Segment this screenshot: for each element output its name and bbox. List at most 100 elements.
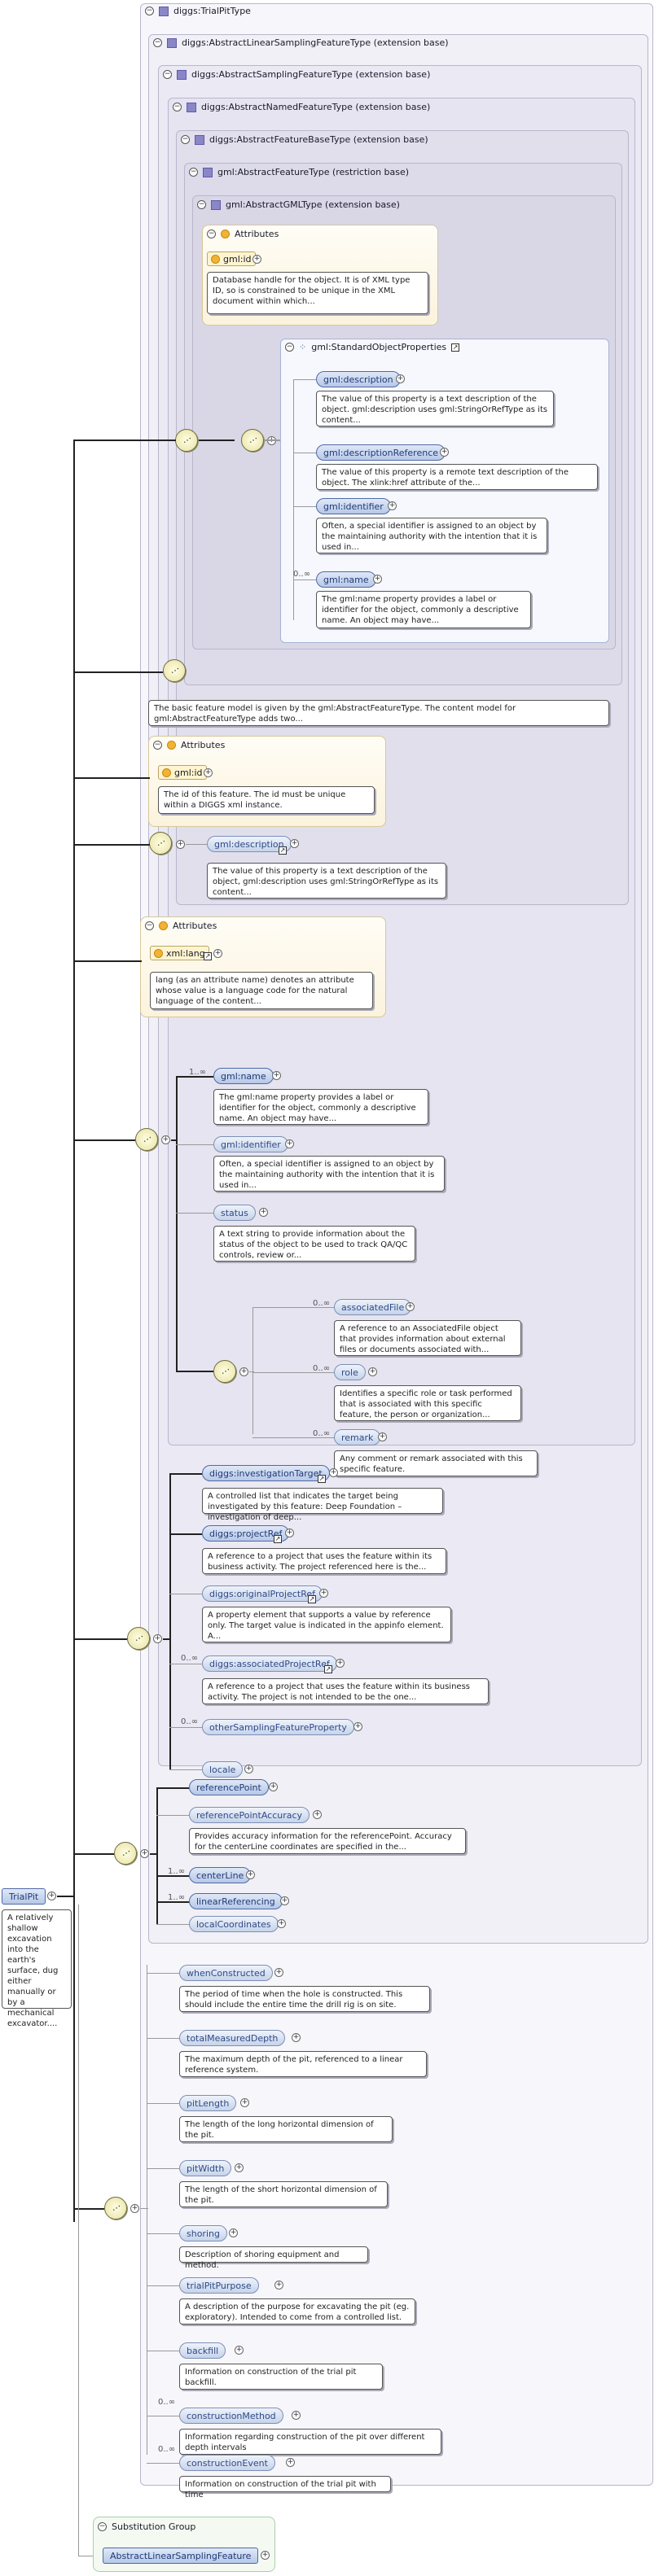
element-backfill[interactable]: backfill bbox=[179, 2342, 226, 2359]
sequence-compositor-icon[interactable]: ⋯ bbox=[114, 1842, 137, 1865]
expand-icon[interactable]: + bbox=[130, 2204, 139, 2213]
element-pit-width[interactable]: pitWidth bbox=[179, 2160, 232, 2176]
element-when-constructed[interactable]: whenConstructed bbox=[179, 1965, 273, 1981]
collapse-toggle-icon[interactable]: − bbox=[145, 7, 154, 15]
element-reference-point-accuracy[interactable]: referencePointAccuracy bbox=[189, 1807, 310, 1823]
expand-icon[interactable]: + bbox=[235, 2346, 244, 2355]
expand-icon[interactable]: + bbox=[176, 840, 185, 849]
expand-icon[interactable]: + bbox=[353, 1722, 362, 1731]
collapse-toggle-icon[interactable]: − bbox=[181, 135, 190, 144]
collapse-toggle-icon[interactable]: − bbox=[207, 230, 216, 238]
element-status[interactable]: status bbox=[213, 1205, 256, 1221]
collapse-toggle-icon[interactable]: − bbox=[163, 70, 172, 79]
collapse-toggle-icon[interactable]: − bbox=[189, 168, 198, 177]
attr-gml-id[interactable]: gml:id bbox=[207, 251, 256, 266]
link-icon[interactable]: ↗ bbox=[204, 952, 212, 960]
expand-icon[interactable]: + bbox=[274, 2281, 283, 2290]
expand-icon[interactable]: + bbox=[388, 501, 397, 510]
expand-icon[interactable]: + bbox=[319, 1589, 328, 1598]
element-linear-referencing[interactable]: linearReferencing bbox=[189, 1893, 283, 1909]
attr-xml-lang[interactable]: xml:lang bbox=[150, 946, 209, 960]
sequence-compositor-icon[interactable]: ⋯ bbox=[241, 429, 264, 452]
expand-icon[interactable]: + bbox=[246, 1870, 255, 1879]
expand-icon[interactable]: + bbox=[313, 1810, 322, 1819]
link-icon[interactable]: ↗ bbox=[279, 846, 287, 855]
expand-icon[interactable]: + bbox=[329, 1468, 338, 1477]
expand-icon[interactable]: + bbox=[204, 768, 213, 777]
substitution-group-header[interactable]: − Substitution Group bbox=[98, 2521, 195, 2532]
collapse-toggle-icon[interactable]: − bbox=[285, 343, 294, 352]
collapse-toggle-icon[interactable]: − bbox=[153, 741, 162, 750]
sequence-compositor-icon[interactable]: ⋯ bbox=[149, 832, 172, 855]
link-icon[interactable]: ↗ bbox=[274, 1535, 282, 1543]
element-remark[interactable]: remark bbox=[334, 1429, 381, 1445]
link-icon[interactable]: ↗ bbox=[318, 1475, 326, 1483]
expand-icon[interactable]: + bbox=[336, 1659, 345, 1668]
gml-attributes-header[interactable]: − Attributes bbox=[207, 229, 279, 239]
sequence-compositor-icon[interactable]: ⋯ bbox=[135, 1128, 158, 1151]
collapse-toggle-icon[interactable]: − bbox=[153, 38, 162, 47]
root-element-trialpit[interactable]: TrialPit bbox=[2, 1888, 46, 1905]
element-gml-description-reference[interactable]: gml:descriptionReference bbox=[316, 444, 446, 461]
expand-icon[interactable]: + bbox=[292, 2411, 301, 2420]
expand-icon[interactable]: + bbox=[229, 2228, 238, 2237]
expand-icon[interactable]: + bbox=[153, 1634, 162, 1643]
expand-icon[interactable]: + bbox=[277, 1919, 286, 1928]
expand-icon[interactable]: + bbox=[235, 2163, 244, 2172]
sequence-compositor-icon[interactable]: ⋯ bbox=[163, 659, 186, 682]
expand-icon[interactable]: + bbox=[396, 374, 405, 383]
element-project-ref[interactable]: diggs:projectRef bbox=[202, 1525, 290, 1542]
element-role[interactable]: role bbox=[334, 1364, 366, 1380]
expand-icon[interactable]: + bbox=[373, 575, 382, 584]
element-gml-description[interactable]: gml:description bbox=[207, 836, 292, 852]
expand-icon[interactable]: + bbox=[406, 1302, 415, 1311]
expand-icon[interactable]: + bbox=[368, 1367, 377, 1376]
attr-gml-id[interactable]: gml:id bbox=[158, 765, 207, 780]
element-investigation-target[interactable]: diggs:investigationTarget bbox=[202, 1465, 330, 1481]
expand-icon[interactable]: + bbox=[285, 1139, 294, 1148]
anf-attributes-header[interactable]: − Attributes bbox=[145, 921, 217, 931]
link-icon[interactable]: ↗ bbox=[451, 343, 460, 352]
element-gml-name[interactable]: gml:name bbox=[316, 571, 376, 588]
collapse-toggle-icon[interactable]: − bbox=[173, 103, 182, 112]
anf-type-header[interactable]: − diggs:AbstractNamedFeatureType (extens… bbox=[173, 102, 430, 112]
expand-icon[interactable]: + bbox=[269, 1782, 278, 1791]
expand-icon[interactable]: + bbox=[292, 2033, 301, 2042]
expand-icon[interactable]: + bbox=[285, 1529, 294, 1537]
element-gml-name[interactable]: gml:name bbox=[213, 1068, 274, 1084]
element-pit-length[interactable]: pitLength bbox=[179, 2095, 237, 2111]
expand-icon[interactable]: + bbox=[244, 1765, 253, 1773]
expand-icon[interactable]: + bbox=[272, 1071, 281, 1080]
element-shoring[interactable]: shoring bbox=[179, 2225, 227, 2241]
sequence-compositor-icon[interactable]: ⋯ bbox=[104, 2197, 127, 2220]
expand-icon[interactable]: + bbox=[290, 839, 299, 848]
expand-icon[interactable]: + bbox=[47, 1892, 56, 1900]
expand-icon[interactable]: + bbox=[213, 949, 222, 958]
expand-icon[interactable]: + bbox=[240, 2098, 249, 2107]
element-reference-point[interactable]: referencePoint bbox=[189, 1779, 269, 1795]
element-abstract-linear-sampling-feature[interactable]: AbstractLinearSamplingFeature bbox=[103, 2548, 259, 2564]
collapse-toggle-icon[interactable]: − bbox=[197, 200, 206, 209]
element-construction-method[interactable]: constructionMethod bbox=[179, 2408, 283, 2424]
link-icon[interactable]: ↗ bbox=[324, 1665, 332, 1673]
gmlag-type-header[interactable]: − gml:AbstractGMLType (extension base) bbox=[197, 199, 400, 210]
expand-icon[interactable]: + bbox=[161, 1135, 170, 1144]
element-gml-identifier[interactable]: gml:identifier bbox=[316, 498, 391, 514]
expand-icon[interactable]: + bbox=[259, 1208, 268, 1217]
gmlaf-type-header[interactable]: − gml:AbstractFeatureType (restriction b… bbox=[189, 167, 409, 177]
element-trial-pit-purpose[interactable]: trialPitPurpose bbox=[179, 2277, 259, 2294]
expand-icon[interactable]: + bbox=[239, 1367, 248, 1376]
expand-icon[interactable]: + bbox=[140, 1849, 149, 1858]
element-associated-file[interactable]: associatedFile bbox=[334, 1299, 412, 1315]
element-gml-identifier[interactable]: gml:identifier bbox=[213, 1136, 288, 1152]
element-local-coordinates[interactable]: localCoordinates bbox=[189, 1916, 279, 1932]
element-construction-event[interactable]: constructionEvent bbox=[179, 2455, 275, 2471]
afb-attributes-header[interactable]: − Attributes bbox=[153, 740, 225, 750]
sequence-compositor-icon[interactable]: ⋯ bbox=[175, 429, 198, 452]
expand-icon[interactable]: + bbox=[280, 1896, 289, 1905]
std-object-props-header[interactable]: − ⁘ gml:StandardObjectProperties ↗ bbox=[285, 342, 460, 352]
expand-icon[interactable]: + bbox=[378, 1432, 387, 1441]
element-gml-description[interactable]: gml:description bbox=[316, 371, 401, 387]
sequence-compositor-icon[interactable]: ⋯ bbox=[213, 1360, 236, 1383]
element-other-sampling-feature-property[interactable]: otherSamplingFeatureProperty bbox=[202, 1719, 354, 1735]
